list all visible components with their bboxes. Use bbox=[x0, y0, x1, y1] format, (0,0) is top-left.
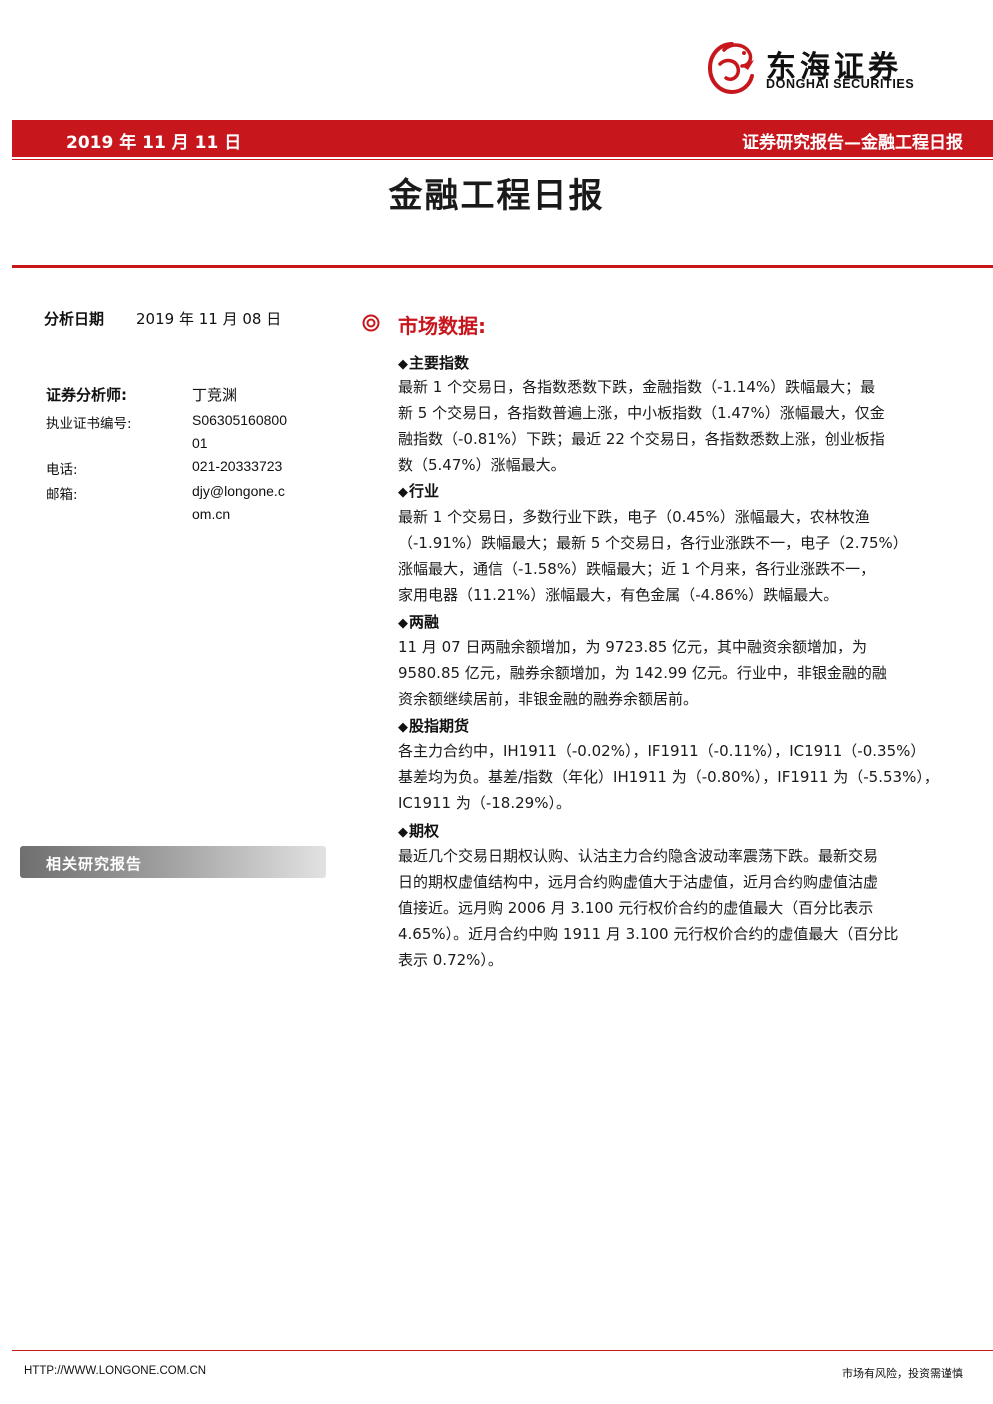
analyst-label: 证券分析师: bbox=[46, 386, 127, 404]
related-reports-header: 相关研究报告 bbox=[20, 846, 326, 878]
subsection-heading-industry: ◆行业 bbox=[398, 482, 440, 500]
analysis-date-label: 分析日期 bbox=[44, 310, 105, 328]
text-line: 资余额继续居前，非银金融的融券余额居前。 bbox=[398, 690, 699, 708]
text-line: 融指数（-0.81%）下跌；最近 22 个交易日，各指数悉数上涨，创业板指 bbox=[398, 430, 885, 448]
diamond-bullet-icon: ◆ bbox=[398, 720, 408, 735]
subsection-heading-options: ◆期权 bbox=[398, 822, 440, 840]
email-value-line1[interactable]: djy@longone.c bbox=[192, 483, 285, 499]
text-line: 11 月 07 日两融余额增加，为 9723.85 亿元，其中融资余额增加，为 bbox=[398, 638, 868, 656]
text-line: IC1911 为（-18.29%）。 bbox=[398, 794, 571, 812]
logo-chinese-name: 东海证券 bbox=[766, 50, 902, 85]
footer-website-link[interactable]: HTTP://WWW.LONGONE.COM.CN bbox=[24, 1365, 207, 1377]
text-line: 最近几个交易日期权认购、认沽主力合约隐含波动率震荡下跌。最新交易 bbox=[398, 847, 879, 865]
double-circle-icon bbox=[362, 314, 380, 332]
text-line: 表示 0.72%）。 bbox=[398, 951, 503, 969]
email-value-line2[interactable]: om.cn bbox=[192, 506, 231, 522]
related-reports-label: 相关研究报告 bbox=[46, 855, 143, 873]
subsection-heading-margin: ◆两融 bbox=[398, 613, 440, 631]
text-line: 最新 1 个交易日，多数行业下跌，电子（0.45%）涨幅最大，农林牧渔 bbox=[398, 508, 870, 526]
text-line: 9580.85 亿元，融券余额增加，为 142.99 亿元。行业中，非银金融的融 bbox=[398, 664, 887, 682]
text-line: 家用电器（11.21%）涨幅最大，有色金属（-4.86%）跌幅最大。 bbox=[398, 586, 839, 604]
text-line: 4.65%）。近月合约中购 1911 月 3.100 元行权价合约的虚值最大（百… bbox=[398, 925, 899, 943]
text-line: 新 5 个交易日，各指数普遍上涨，中小板指数（1.47%）涨幅最大，仅金 bbox=[398, 404, 885, 422]
diamond-bullet-icon: ◆ bbox=[398, 825, 408, 840]
report-type: 证券研究报告—金融工程日报 bbox=[742, 133, 963, 153]
text-line: 值接近。远月购 2006 月 3.100 元行权价合约的虚值最大（百分比表示 bbox=[398, 899, 874, 917]
phone-value: 021-20333723 bbox=[192, 458, 283, 474]
text-line: 日的期权虚值结构中，远月合约购虚值大于沽虚值，近月合约购虚值沽虚 bbox=[398, 873, 879, 891]
page-title: 金融工程日报 bbox=[388, 176, 605, 216]
analyst-name: 丁竞渊 bbox=[192, 386, 238, 404]
license-number-line1: S06305160800 bbox=[192, 412, 287, 428]
analysis-date-value: 2019 年 11 月 08 日 bbox=[136, 310, 282, 328]
license-number-line2: 01 bbox=[192, 435, 208, 451]
diamond-bullet-icon: ◆ bbox=[398, 616, 408, 631]
subsection-body-industry: 最新 1 个交易日，多数行业下跌，电子（0.45%）涨幅最大，农林牧渔 （-1.… bbox=[398, 504, 950, 608]
text-line: 数（5.47%）涨幅最大。 bbox=[398, 456, 566, 474]
text-line: （-1.91%）跌幅最大；最新 5 个交易日，各行业涨跌不一，电子（2.75%） bbox=[398, 534, 908, 552]
email-label: 邮箱: bbox=[46, 487, 78, 503]
diamond-bullet-icon: ◆ bbox=[398, 357, 408, 372]
subsection-body-margin: 11 月 07 日两融余额增加，为 9723.85 亿元，其中融资余额增加，为 … bbox=[398, 634, 950, 712]
market-data-title: 市场数据: bbox=[398, 314, 486, 338]
diamond-bullet-icon: ◆ bbox=[398, 485, 408, 500]
title-divider bbox=[12, 265, 993, 268]
subsection-body-indices: 最新 1 个交易日，各指数悉数下跌，金融指数（-1.14%）跌幅最大；最 新 5… bbox=[398, 374, 950, 478]
report-date: 2019 年 11 月 11 日 bbox=[66, 133, 242, 153]
subsection-body-options: 最近几个交易日期权认购、认沽主力合约隐含波动率震荡下跌。最新交易 日的期权虚值结… bbox=[398, 843, 950, 973]
license-label: 执业证书编号: bbox=[46, 416, 132, 432]
text-line: 涨幅最大，通信（-1.58%）跌幅最大；近 1 个月来，各行业涨跌不一， bbox=[398, 560, 876, 578]
footer-divider bbox=[12, 1350, 993, 1351]
logo-english-name: DONGHAI SECURITIES bbox=[766, 77, 915, 91]
subsection-body-futures: 各主力合约中，IH1911（-0.02%），IF1911（-0.11%），IC1… bbox=[398, 738, 950, 816]
company-logo: 东海证券 DONGHAI SECURITIES bbox=[702, 38, 952, 98]
header-band bbox=[12, 120, 993, 157]
text-line: 基差均为负。基差/指数（年化）IH1911 为（-0.80%），IF1911 为… bbox=[398, 768, 939, 786]
subsection-heading-indices: ◆主要指数 bbox=[398, 354, 470, 372]
text-line: 最新 1 个交易日，各指数悉数下跌，金融指数（-1.14%）跌幅最大；最 bbox=[398, 378, 876, 396]
subsection-heading-futures: ◆股指期货 bbox=[398, 717, 470, 735]
text-line: 各主力合约中，IH1911（-0.02%），IF1911（-0.11%），IC1… bbox=[398, 742, 926, 760]
phoenix-logo-icon bbox=[707, 42, 754, 95]
header-divider bbox=[12, 159, 993, 160]
phone-label: 电话: bbox=[46, 462, 78, 478]
footer-risk-disclaimer: 市场有风险，投资需谨慎 bbox=[842, 1367, 963, 1380]
